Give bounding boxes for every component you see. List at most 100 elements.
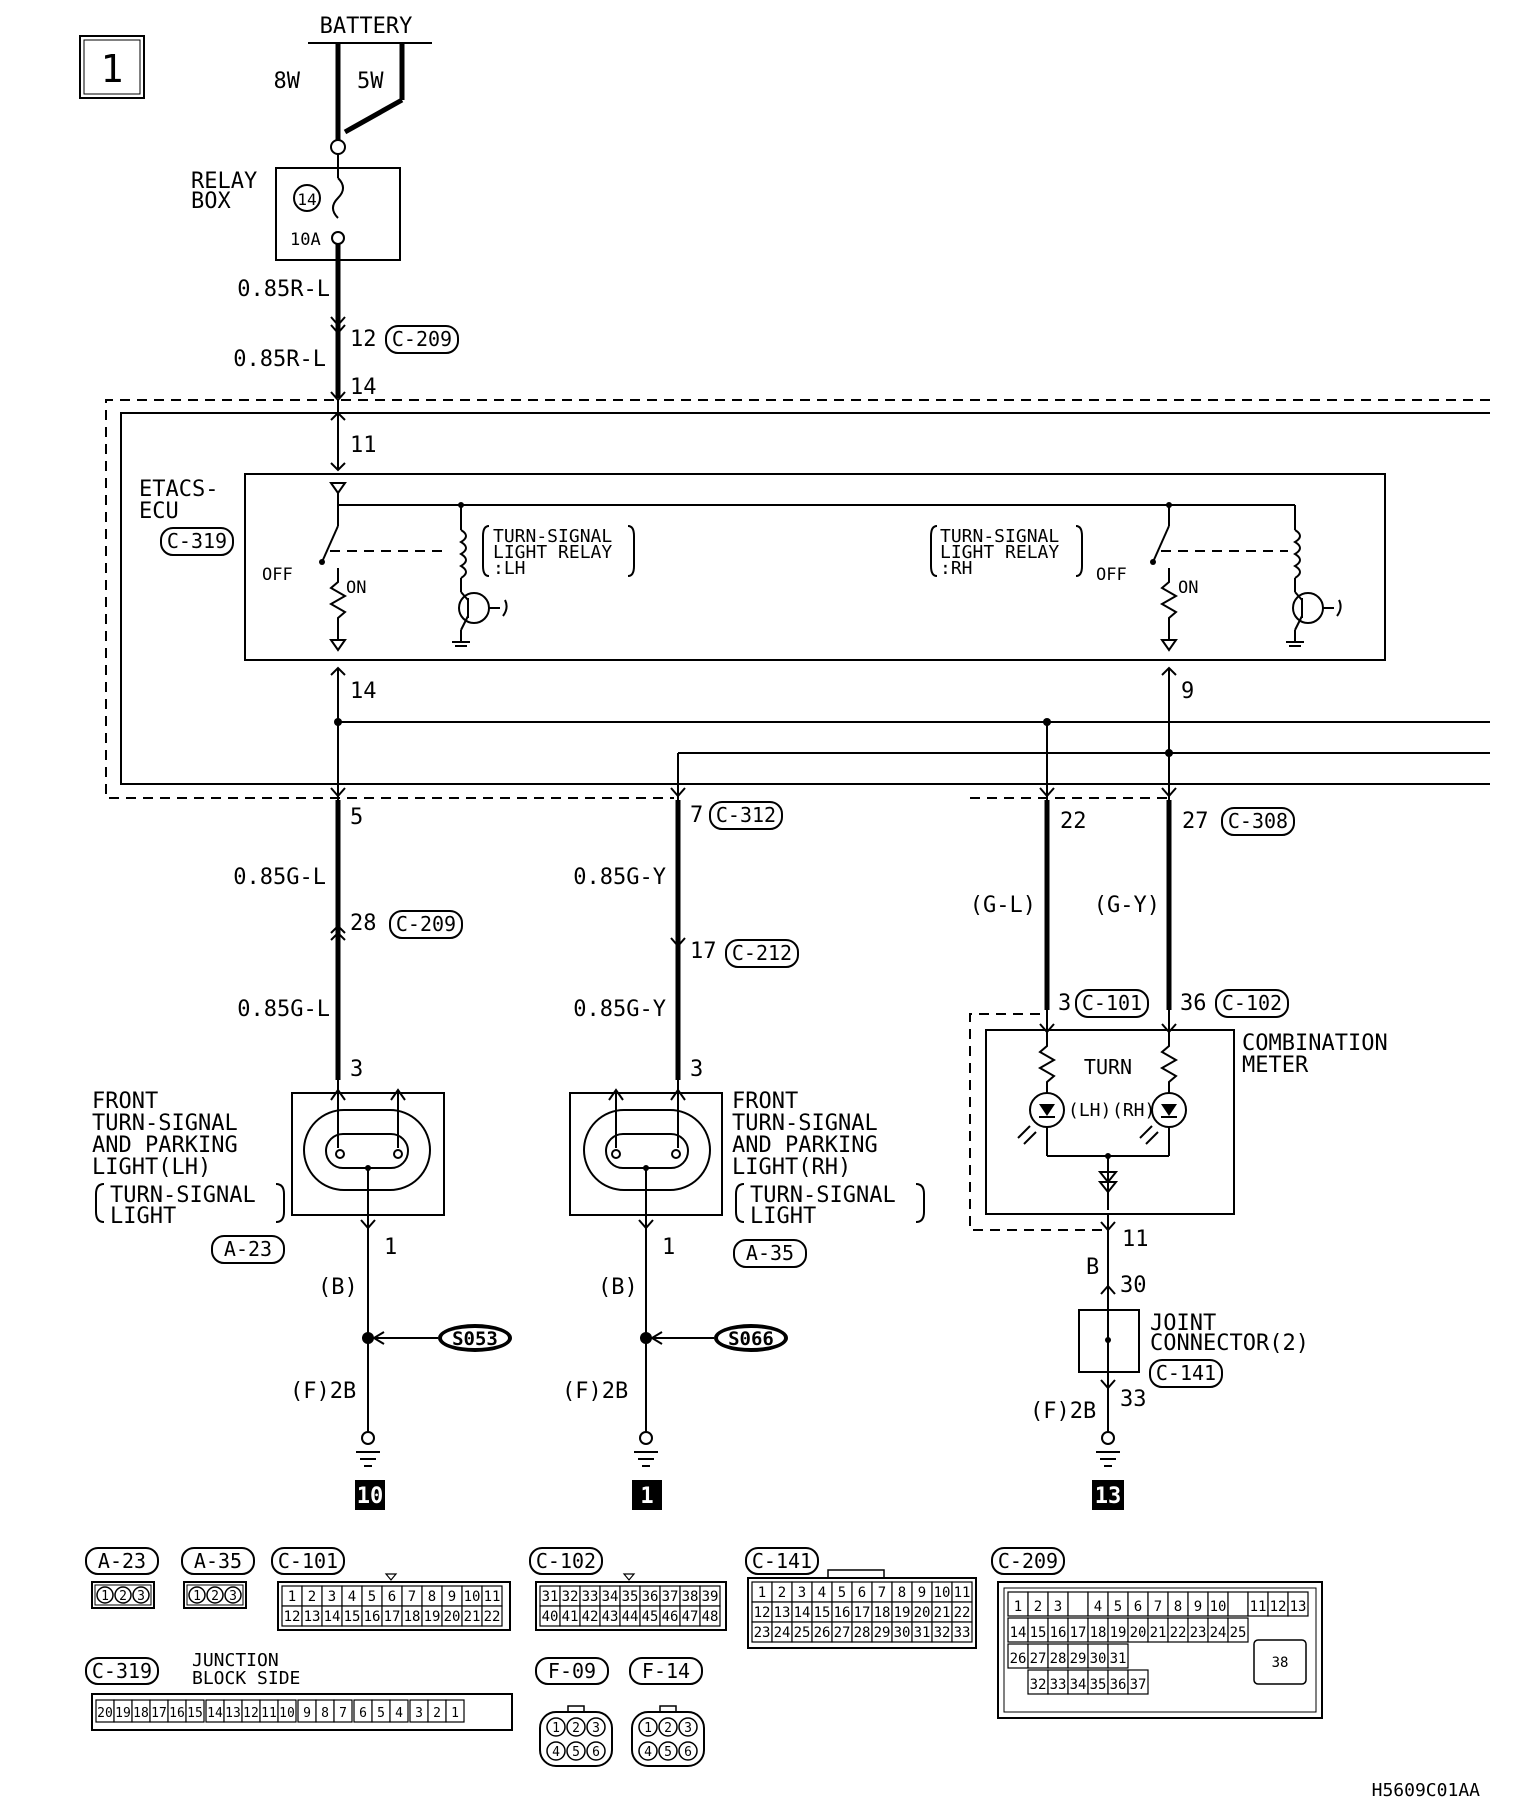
c209-pin: 34 — [1070, 1677, 1087, 1693]
f09-pin-ring — [586, 1717, 606, 1737]
c141-pin: 11 — [954, 1585, 971, 1601]
a23-pin-ring — [132, 1586, 150, 1604]
a23-label: A-23 — [98, 1549, 146, 1573]
rh-wire-2: 0.85G-Y — [573, 997, 666, 1022]
relay-lh-bracket — [482, 525, 635, 577]
a23-pin: 1 — [101, 1589, 109, 1604]
rh-lamp-name-4: LIGHT(RH) — [732, 1155, 851, 1180]
f14-latch — [659, 1705, 677, 1713]
c141-pin: 32 — [934, 1625, 951, 1641]
f09-pin: 3 — [592, 1721, 600, 1736]
rh-pin-17: 17 — [690, 939, 717, 964]
c102-body — [535, 1581, 727, 1631]
meter-ground-point: 13 — [1095, 1484, 1122, 1509]
meter-pin-11: 11 — [1122, 1227, 1149, 1252]
rh-lamp-sub-2: LIGHT — [750, 1204, 816, 1229]
c141-pin: 22 — [954, 1605, 971, 1621]
page-number: 1 — [101, 47, 124, 91]
c102-pin: 35 — [622, 1589, 639, 1605]
joint-pin-33: 33 — [1120, 1387, 1147, 1412]
c102-pin: 36 — [642, 1589, 659, 1605]
f14-tag — [629, 1657, 703, 1685]
lh-lamp-name-4: LIGHT(LH) — [92, 1155, 211, 1180]
c102-pin: 48 — [702, 1609, 719, 1625]
c101-tag — [271, 1547, 345, 1575]
f09-pin: 2 — [572, 1721, 580, 1736]
c319-pin: 4 — [395, 1706, 403, 1721]
c209-pin: 27 — [1030, 1651, 1047, 1667]
f09-pin: 1 — [552, 1721, 560, 1736]
c209-pin: 18 — [1090, 1625, 1107, 1641]
relay-box-label-2: BOX — [191, 189, 231, 214]
c209-pin: 28 — [1050, 1651, 1067, 1667]
etacs-out-pin-9: 9 — [1181, 679, 1194, 704]
c319-pin: 20 — [97, 1706, 113, 1721]
c209-pin: 6 — [1134, 1599, 1142, 1615]
relay-lh-label-1: TURN-SIGNAL — [493, 526, 612, 547]
c319-pin: 6 — [359, 1706, 367, 1721]
c209-pin: 11 — [1250, 1599, 1267, 1615]
f14-label: F-14 — [642, 1659, 690, 1683]
c102-pin: 44 — [622, 1609, 639, 1625]
c209-cell — [1287, 1591, 1309, 1617]
c141-pin: 6 — [858, 1585, 866, 1601]
f09-pin: 5 — [572, 1745, 580, 1760]
a35-pin-ring — [206, 1586, 224, 1604]
c141-pin: 1 — [758, 1585, 766, 1601]
fuse-symbol — [332, 177, 344, 219]
c141-pin: 21 — [934, 1605, 951, 1621]
c319-cell — [185, 1699, 205, 1723]
rh-lamp-name-2: TURN-SIGNAL — [732, 1111, 878, 1136]
connector-c319-tag: C-319 — [167, 529, 227, 553]
lh-ground-point-box — [355, 1480, 385, 1510]
relay-rh-label-1: TURN-SIGNAL — [940, 526, 1059, 547]
lh-lamp-name-2: TURN-SIGNAL — [92, 1111, 238, 1136]
c101-pin: 22 — [484, 1609, 501, 1625]
a23-pin-ring — [114, 1586, 132, 1604]
lh-lamp-name-1: FRONT — [92, 1089, 158, 1114]
c319-pin: 7 — [339, 1706, 347, 1721]
c319-pin: 10 — [279, 1706, 295, 1721]
c209-cell — [1127, 1669, 1149, 1695]
c209-pin: 9 — [1194, 1599, 1202, 1615]
c141-pin: 12 — [754, 1605, 771, 1621]
f09-pin-ring — [566, 1717, 586, 1737]
rh-connector-c312: C-312 — [716, 803, 776, 827]
f14-pin-ring — [658, 1717, 678, 1737]
c209-label: C-209 — [998, 1549, 1058, 1573]
c319-caption-2: BLOCK SIDE — [192, 1668, 300, 1689]
c141-pin: 24 — [774, 1625, 791, 1641]
c319-pin: 5 — [377, 1706, 385, 1721]
f14-pin: 1 — [644, 1721, 652, 1736]
a35-pin-ring — [224, 1586, 242, 1604]
c209-tag — [991, 1547, 1065, 1575]
c209-pin: 14 — [1010, 1625, 1027, 1641]
meter-lh-label: (LH) — [1068, 1100, 1111, 1121]
a35-pin: 3 — [229, 1589, 237, 1604]
c209-pin: 24 — [1210, 1625, 1227, 1641]
c141-pin: 26 — [814, 1625, 831, 1641]
c141-pin: 10 — [934, 1585, 951, 1601]
c102-pin: 43 — [602, 1609, 619, 1625]
c101-pin: 14 — [324, 1609, 341, 1625]
joint-connector-c141: C-141 — [1156, 1361, 1216, 1385]
etacs-ecu-box — [244, 473, 1386, 661]
figure-code: H5609C01AA — [1372, 1780, 1481, 1801]
c102-pin: 40 — [542, 1609, 559, 1625]
meter-name-1: COMBINATION — [1242, 1031, 1388, 1056]
pin-12: 12 — [350, 327, 377, 352]
c141-pin: 13 — [774, 1605, 791, 1621]
c319-caption-1: JUNCTION — [192, 1650, 279, 1671]
c209-pin: 22 — [1170, 1625, 1187, 1641]
f14-pin-ring — [678, 1717, 698, 1737]
lh-pin-3: 3 — [350, 1057, 363, 1082]
lh-ground-color: (B) — [318, 1275, 358, 1300]
c319-pin: 9 — [303, 1706, 311, 1721]
a35-pin-ring — [188, 1586, 206, 1604]
c141-pin: 9 — [918, 1585, 926, 1601]
c101-pin: 9 — [448, 1589, 456, 1605]
f09-pin-ring — [546, 1741, 566, 1761]
etacs-solid-boundary — [120, 412, 1490, 785]
